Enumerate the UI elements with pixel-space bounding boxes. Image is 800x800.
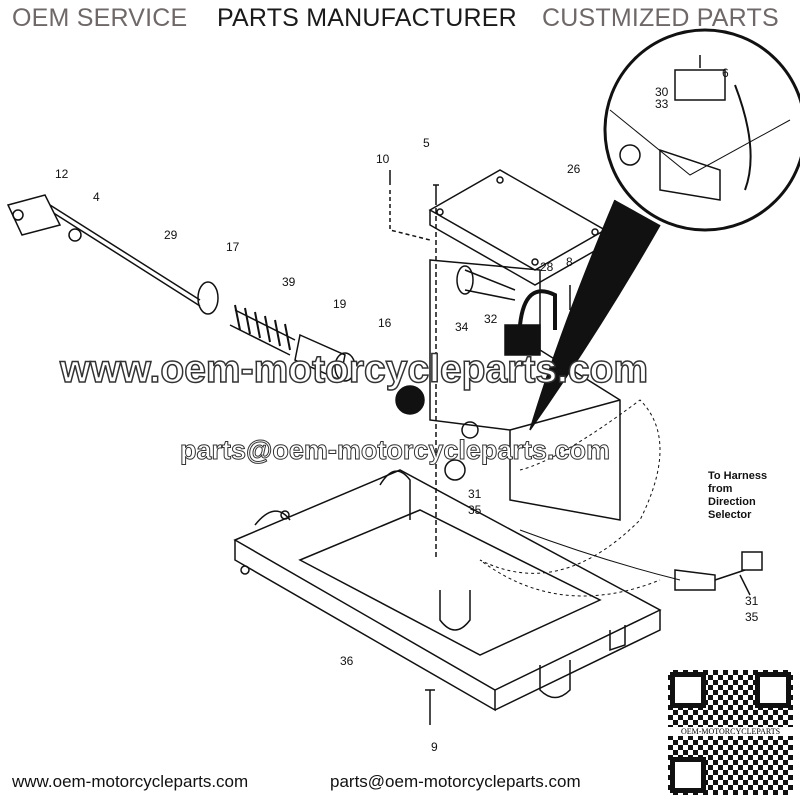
callout-5: 5 [423,136,430,150]
callout-12: 12 [55,167,69,181]
callout-39: 39 [282,275,296,289]
callout-19: 19 [333,297,347,311]
qr-code: OEM-MOTORCYCLEPARTS [668,670,793,795]
callout-6: 6 [722,66,729,80]
watermark-email: parts@oem-motorcycleparts.com [180,435,611,466]
harness-note: To Harness from Direction Selector [708,470,768,521]
callout-8: 8 [566,255,573,269]
callout-17: 17 [226,240,240,254]
callout-4: 4 [93,190,100,204]
watermark-site: www.oem-motorcycleparts.com [59,347,649,392]
detail-inset [603,28,800,232]
footer-site[interactable]: www.oem-motorcycleparts.com [12,772,249,791]
callout-10: 10 [376,152,390,166]
callout-29: 29 [164,228,178,242]
callout-34: 34 [455,320,469,334]
base-bracket-36 [233,469,662,712]
callout-32: 32 [484,312,498,326]
spring-39 [234,304,291,351]
header-parts-manufacturer: PARTS MANUFACTURER [217,4,517,32]
switch-housing [429,259,621,521]
callout-31-35: 31 35 [468,487,482,517]
callout-31-35-harness: 31 35 [745,594,759,624]
callout-28: 28 [540,260,554,274]
header-oem-service: OEM SERVICE [12,4,188,32]
footer-email[interactable]: parts@oem-motorcycleparts.com [330,772,581,791]
callout-36: 36 [340,654,354,668]
callout-26: 26 [567,162,581,176]
callout-9: 9 [431,740,438,754]
callout-16: 16 [378,316,392,330]
qr-label: OEM-MOTORCYCLEPARTS [668,727,793,736]
header-customized-parts: CUSTMIZED PARTS [542,4,779,32]
callout-30-33: 30 33 [655,85,669,111]
